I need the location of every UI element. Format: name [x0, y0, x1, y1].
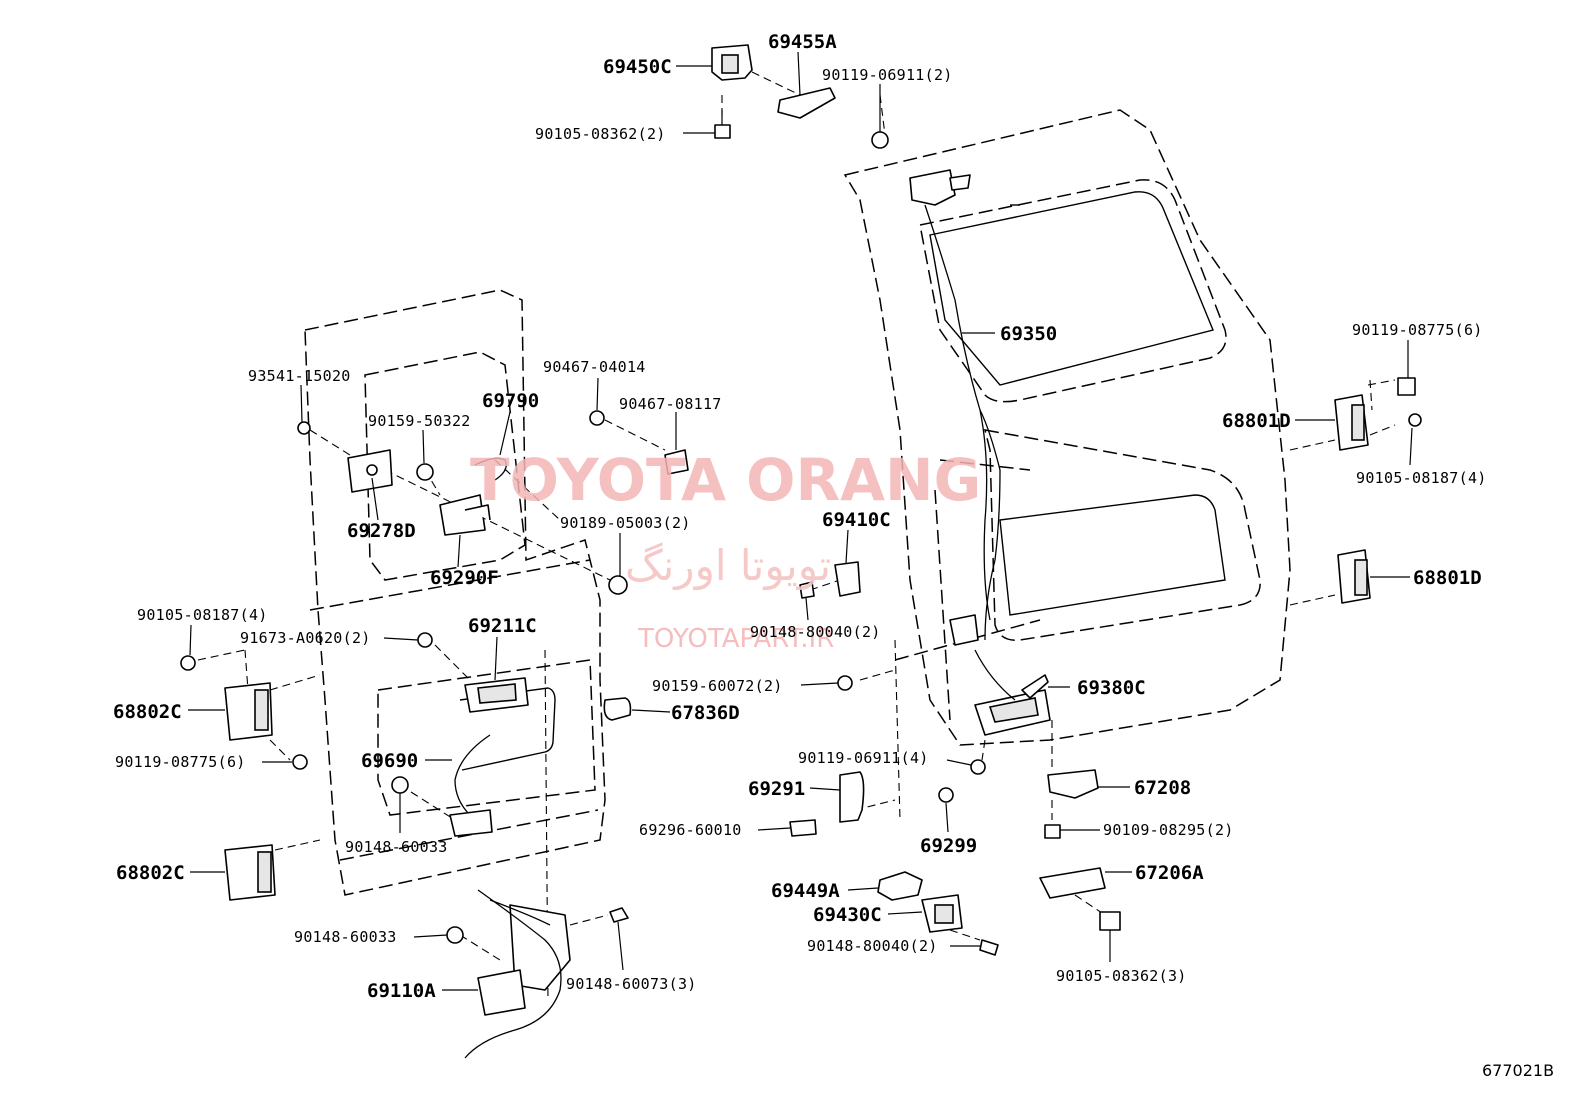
label-90159-50322: 90159-50322: [368, 412, 471, 430]
assembly-lines: [197, 71, 1396, 1001]
label-68802C-bottom: 68802C: [116, 862, 185, 884]
label-67208: 67208: [1134, 777, 1191, 799]
label-90109-08295-2: 90109-08295(2): [1103, 821, 1234, 839]
diagram-code: 677021B: [1482, 1061, 1554, 1080]
label-69290F: 69290F: [430, 567, 499, 589]
label-90148-60033-lower: 90148-60033: [294, 928, 397, 946]
label-90105-08187-4-right: 90105-08187(4): [1356, 469, 1487, 487]
label-90105-08362-3: 90105-08362(3): [1056, 967, 1187, 985]
label-90467-08117: 90467-08117: [619, 395, 722, 413]
part-labels: 69450C 69455A 90119-06911(2) 90105-08362…: [113, 31, 1487, 1002]
label-69299: 69299: [920, 835, 977, 857]
label-90467-04014: 90467-04014: [543, 358, 646, 376]
label-69296-60010: 69296-60010: [639, 821, 742, 839]
label-68802C-top: 68802C: [113, 701, 182, 723]
label-90148-60033-upper: 90148-60033: [345, 838, 448, 856]
label-67836D: 67836D: [671, 702, 740, 724]
label-91673-A0620-2: 91673-A0620(2): [240, 629, 371, 647]
leader-lines: [188, 51, 1413, 991]
label-90105-08362-2: 90105-08362(2): [535, 125, 666, 143]
watermark-brand: TOYOTA ORANG: [470, 446, 981, 514]
label-90119-06911-4: 90119-06911(4): [798, 749, 929, 767]
label-69110A: 69110A: [367, 980, 436, 1002]
watermark-brand-fa: تویوتا اورنگ: [625, 541, 831, 590]
label-69450C: 69450C: [603, 56, 672, 78]
label-69430C: 69430C: [813, 904, 882, 926]
watermark: TOYOTA ORANG تویوتا اورنگ TOYOTAPART.IR: [470, 446, 981, 654]
label-69410C: 69410C: [822, 509, 891, 531]
watermark-site: TOYOTAPART.IR: [637, 624, 834, 654]
label-69449A: 69449A: [771, 880, 840, 902]
label-90119-08775-6-right: 90119-08775(6): [1352, 321, 1483, 339]
label-69278D: 69278D: [347, 520, 416, 542]
label-69291: 69291: [748, 778, 805, 800]
label-69455A: 69455A: [768, 31, 837, 53]
label-90148-60073-3: 90148-60073(3): [566, 975, 697, 993]
label-67206A: 67206A: [1135, 862, 1204, 884]
left-door-outline: [304, 289, 606, 896]
label-69790: 69790: [482, 390, 539, 412]
label-68801D-bottom: 68801D: [1413, 567, 1482, 589]
label-90119-06911-2: 90119-06911(2): [822, 66, 953, 84]
right-door-outline: [843, 109, 1291, 746]
label-90148-80040-2-bottom: 90148-80040(2): [807, 937, 938, 955]
label-90119-08775-6-left: 90119-08775(6): [115, 753, 246, 771]
label-90105-08187-4-left: 90105-08187(4): [137, 606, 268, 624]
part-shapes: [180, 44, 1422, 1059]
label-90189-05003-2: 90189-05003(2): [560, 514, 691, 532]
label-69350: 69350: [1000, 323, 1057, 345]
label-69380C: 69380C: [1077, 677, 1146, 699]
label-90159-60072-2: 90159-60072(2): [652, 677, 783, 695]
label-93541-15020: 93541-15020: [248, 367, 351, 385]
label-69211C: 69211C: [468, 615, 537, 637]
label-68801D-top: 68801D: [1222, 410, 1291, 432]
label-69690: 69690: [361, 750, 418, 772]
label-90148-80040-2-top: 90148-80040(2): [750, 623, 881, 641]
